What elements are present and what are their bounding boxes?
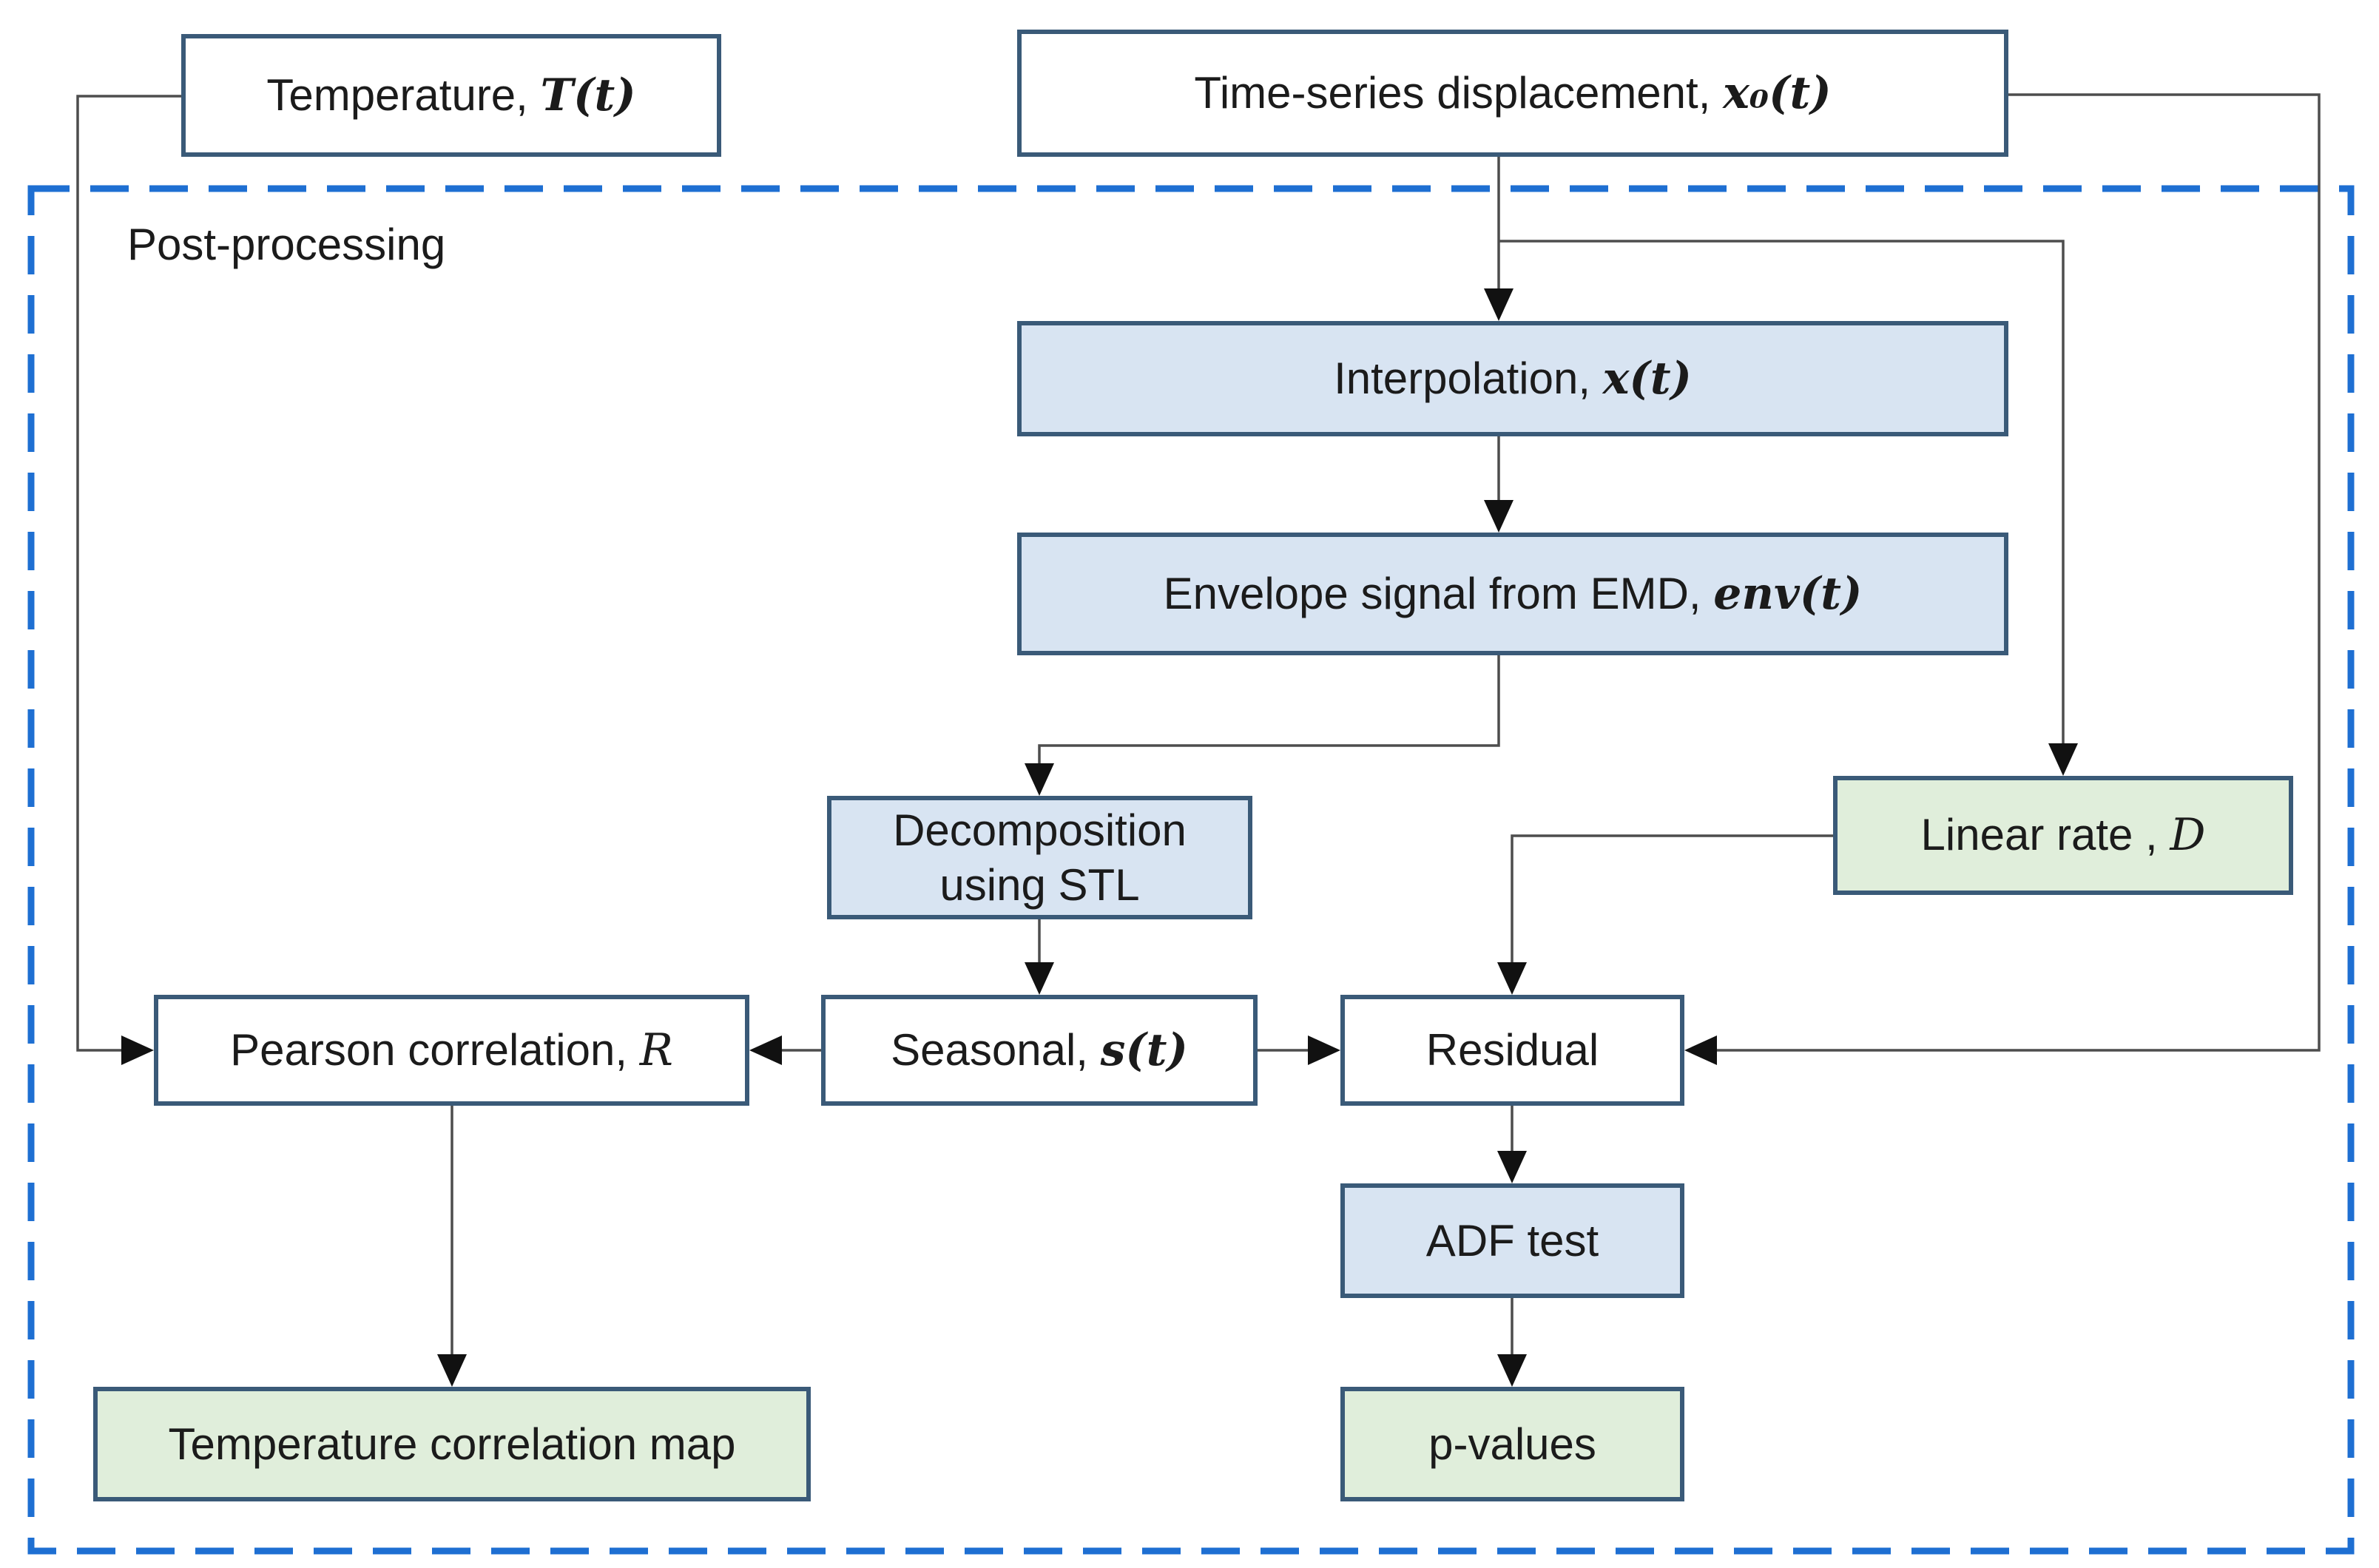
node-linear-rate-label: Linear rate , D: [1920, 809, 2206, 862]
node-residual: Residual: [1340, 995, 1684, 1106]
node-temperature-label: Temperature, T(t): [266, 69, 636, 121]
arrowhead-into-pearson-right-icon: [749, 1035, 782, 1065]
node-seasonal: Seasonal, s(t): [821, 995, 1258, 1106]
arrowhead-into-seasonal-icon: [1025, 962, 1054, 995]
connector-temperature-to-pearson: [76, 95, 181, 1052]
connector-timeseries-to-residual: [1714, 93, 2321, 1052]
arrowhead-into-residual-right-icon: [1684, 1035, 1717, 1065]
node-adf-label: ADF test: [1425, 1215, 1599, 1265]
connector-linear-rate-to-residual: [1511, 834, 1833, 967]
node-envelope-signal: Envelope signal from EMD, env(t): [1017, 533, 2008, 655]
arrowhead-into-residual-top-icon: [1497, 962, 1527, 995]
node-interpolation-label: Interpolation, x(t): [1334, 352, 1692, 405]
arrowhead-into-linear-rate-icon: [2048, 743, 2078, 776]
post-processing-label: Post-processing: [127, 220, 446, 269]
linear-rate-math: D: [2170, 809, 2206, 862]
connector-envelope-to-decomposition: [1038, 655, 1500, 768]
timeseries-math: x₀(t): [1723, 67, 1832, 119]
post-processing-boundary: [27, 185, 2355, 1555]
node-decomposition-stl: Decomposition using STL: [827, 796, 1252, 919]
node-pvalues-label: p-values: [1428, 1419, 1596, 1469]
arrowhead-into-envelope-icon: [1484, 500, 1514, 533]
node-temperature-correlation-map: Temperature correlation map: [93, 1387, 811, 1501]
interpolation-math: x(t): [1602, 352, 1692, 405]
envelope-math: env(t): [1713, 567, 1863, 620]
node-seasonal-label: Seasonal, s(t): [891, 1024, 1188, 1076]
node-timeseries-label: Time-series displacement, x₀(t): [1194, 67, 1832, 119]
arrowhead-into-interpolation-icon: [1484, 288, 1514, 321]
temperature-math: T(t): [540, 69, 636, 121]
node-tempmap-label: Temperature correlation map: [168, 1419, 736, 1469]
pearson-math: R: [639, 1024, 673, 1076]
node-linear-rate: Linear rate , D: [1833, 776, 2293, 895]
node-p-values: p-values: [1340, 1387, 1684, 1501]
node-envelope-label: Envelope signal from EMD, env(t): [1163, 567, 1863, 620]
node-pearson-label: Pearson correlation, R: [230, 1024, 673, 1076]
arrowhead-into-adf-icon: [1497, 1151, 1527, 1183]
arrowhead-into-residual-left-icon: [1308, 1035, 1340, 1065]
node-adf-test: ADF test: [1340, 1183, 1684, 1298]
arrowhead-into-pearson-left-icon: [121, 1035, 154, 1065]
node-interpolation: Interpolation, x(t): [1017, 321, 2008, 436]
node-temperature: Temperature, T(t): [181, 34, 721, 157]
node-timeseries-displacement: Time-series displacement, x₀(t): [1017, 30, 2008, 157]
decomposition-line2: using STL: [939, 859, 1140, 910]
decomposition-line1: Decomposition: [893, 805, 1187, 856]
arrowhead-into-decomposition-icon: [1025, 763, 1054, 796]
connector-timeseries-to-linear-rate: [1499, 240, 2065, 748]
arrowhead-into-tempmap-icon: [437, 1354, 467, 1387]
node-pearson-correlation: Pearson correlation, R: [154, 995, 749, 1106]
node-residual-label: Residual: [1425, 1025, 1599, 1075]
arrowhead-into-pvalues-icon: [1497, 1354, 1527, 1387]
seasonal-math: s(t): [1100, 1024, 1188, 1076]
